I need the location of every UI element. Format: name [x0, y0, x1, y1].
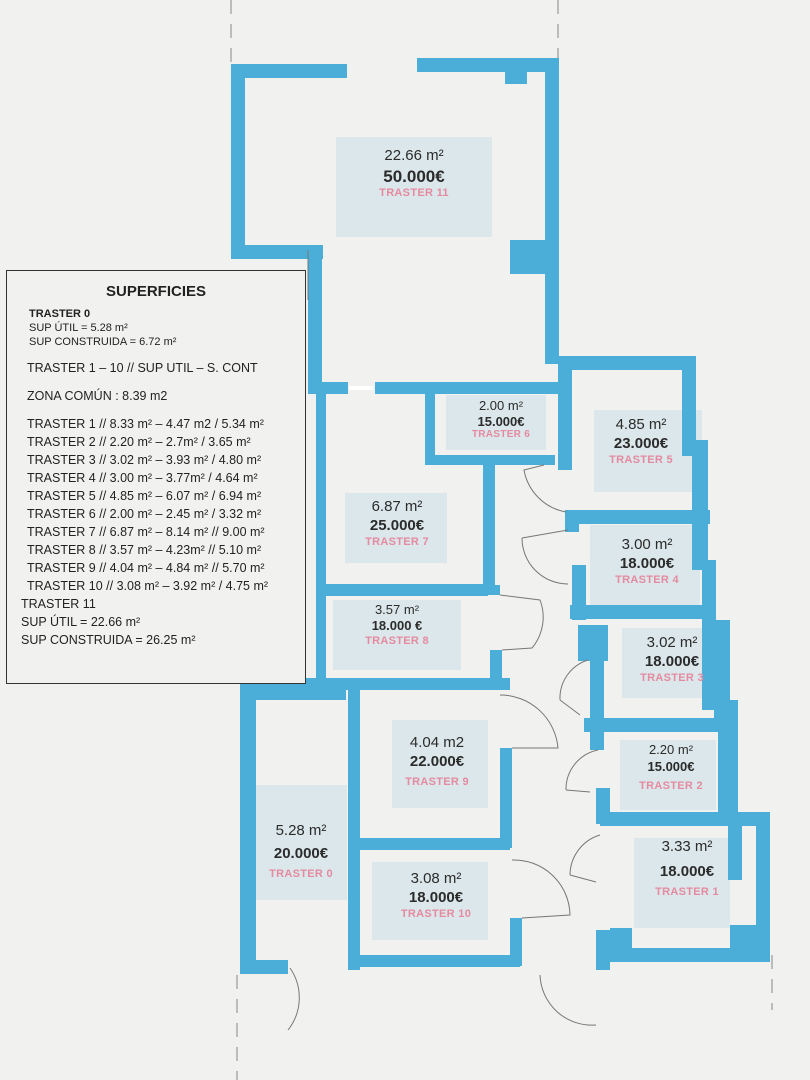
- room-traster-0: 5.28 m² 20.000€ TRASTER 0: [248, 822, 354, 881]
- room-name: TRASTER 6: [471, 429, 531, 441]
- legend-line: TRASTER 9 // 4.04 m² – 4.84 m² // 5.70 m…: [27, 561, 265, 575]
- legend-line: TRASTER 8 // 3.57 m² – 4.23m² // 5.10 m²: [27, 543, 262, 557]
- room-price: 18.000€: [408, 888, 464, 906]
- room-name: TRASTER 1: [655, 885, 719, 898]
- room-traster-3: 3.02 m² 18.000€ TRASTER 3: [618, 634, 726, 685]
- legend-t11-cons: SUP CONSTRUIDA = 26.25 m²: [21, 633, 196, 647]
- room-price: 25.000€: [369, 516, 425, 534]
- room-name: TRASTER 4: [615, 573, 679, 586]
- room-area: 4.85 m²: [615, 416, 667, 433]
- legend-line: TRASTER 10 // 3.08 m² – 3.92 m² / 4.75 m…: [27, 579, 269, 593]
- room-traster-9: 4.04 m2 22.000€ TRASTER 9: [382, 734, 492, 789]
- legend-t1-10: TRASTER 1 – 10 // SUP UTIL – S. CONT: [27, 361, 258, 375]
- room-traster-4: 3.00 m² 18.000€ TRASTER 4: [592, 536, 702, 587]
- room-area: 4.04 m2: [409, 734, 465, 751]
- room-traster-7: 6.87 m² 25.000€ TRASTER 7: [342, 498, 452, 549]
- room-area: 2.00 m²: [478, 398, 524, 413]
- room-traster-6: 2.00 m² 15.000€ TRASTER 6: [446, 398, 556, 441]
- room-traster-10: 3.08 m² 18.000€ TRASTER 10: [372, 870, 500, 921]
- legend-line: TRASTER 3 // 3.02 m² – 3.93 m² / 4.80 m²: [27, 453, 262, 467]
- room-price: 22.000€: [409, 752, 465, 770]
- room-price: 18.000€: [659, 862, 715, 880]
- legend-t11-util: SUP ÚTIL = 22.66 m²: [21, 615, 141, 629]
- room-name: TRASTER 11: [379, 187, 449, 199]
- room-area: 2.20 m²: [648, 742, 694, 757]
- room-area: 3.08 m²: [410, 870, 462, 887]
- legend-title: SUPERFICIES: [105, 283, 207, 300]
- legend-t0-util: SUP ÚTIL = 5.28 m²: [29, 322, 128, 334]
- room-name: TRASTER 5: [609, 453, 673, 466]
- room-area: 6.87 m²: [371, 498, 423, 515]
- room-area: 3.33 m²: [661, 838, 713, 855]
- room-price: 18.000€: [619, 554, 675, 572]
- room-price: 20.000€: [273, 844, 329, 862]
- legend-t0-head: TRASTER 0: [29, 308, 91, 320]
- surface-legend: SUPERFICIES TRASTER 0 SUP ÚTIL = 5.28 m²…: [6, 270, 306, 684]
- legend-line: TRASTER 6 // 2.00 m² – 2.45 m² / 3.32 m²: [27, 507, 262, 521]
- room-price: 15.000€: [647, 758, 695, 774]
- legend-t11-head: TRASTER 11: [21, 597, 96, 611]
- legend-t0-cons: SUP CONSTRUIDA = 6.72 m²: [29, 336, 177, 348]
- dashed-guides: [230, 0, 773, 1080]
- room-area: 3.57 m²: [374, 602, 420, 617]
- room-traster-2: 2.20 m² 15.000€ TRASTER 2: [616, 742, 726, 793]
- walls: [231, 58, 770, 974]
- room-traster-8: 3.57 m² 18.000 € TRASTER 8: [333, 602, 461, 648]
- room-price: 23.000€: [613, 434, 669, 452]
- room-area: 5.28 m²: [275, 822, 327, 839]
- legend-line: TRASTER 7 // 6.87 m² – 8.14 m² // 9.00 m…: [27, 525, 265, 539]
- room-traster-11: 22.66 m² 50.000€ TRASTER 11: [336, 147, 492, 201]
- legend-line: TRASTER 1 // 8.33 m² – 4.47 m2 / 5.34 m²: [27, 417, 264, 431]
- room-price: 18.000 €: [371, 618, 423, 634]
- room-name: TRASTER 7: [365, 535, 429, 548]
- room-name: TRASTER 9: [405, 775, 469, 788]
- room-name: TRASTER 3: [640, 671, 704, 684]
- room-area: 3.00 m²: [621, 536, 673, 553]
- legend-line: TRASTER 5 // 4.85 m² – 6.07 m² / 6.94 m²: [27, 489, 262, 503]
- door-swings: [287, 250, 601, 1031]
- room-name: TRASTER 10: [400, 907, 472, 920]
- room-traster-1: 3.33 m² 18.000€ TRASTER 1: [632, 838, 742, 899]
- room-price: 50.000€: [383, 166, 445, 186]
- legend-zona-comun: ZONA COMÚN : 8.39 m2: [27, 389, 168, 403]
- room-price: 15.000€: [477, 413, 525, 429]
- room-traster-5: 4.85 m² 23.000€ TRASTER 5: [586, 416, 696, 467]
- legend-line: TRASTER 4 // 3.00 m² – 3.77m² / 4.64 m²: [27, 471, 258, 485]
- room-area: 22.66 m²: [384, 147, 444, 164]
- room-price: 18.000€: [644, 652, 700, 670]
- room-name: TRASTER 8: [365, 634, 429, 647]
- room-area: 3.02 m²: [646, 634, 698, 651]
- legend-line: TRASTER 2 // 2.20 m² – 2.7m² / 3.65 m²: [27, 435, 251, 449]
- room-name: TRASTER 0: [269, 867, 333, 880]
- room-name: TRASTER 2: [639, 779, 703, 792]
